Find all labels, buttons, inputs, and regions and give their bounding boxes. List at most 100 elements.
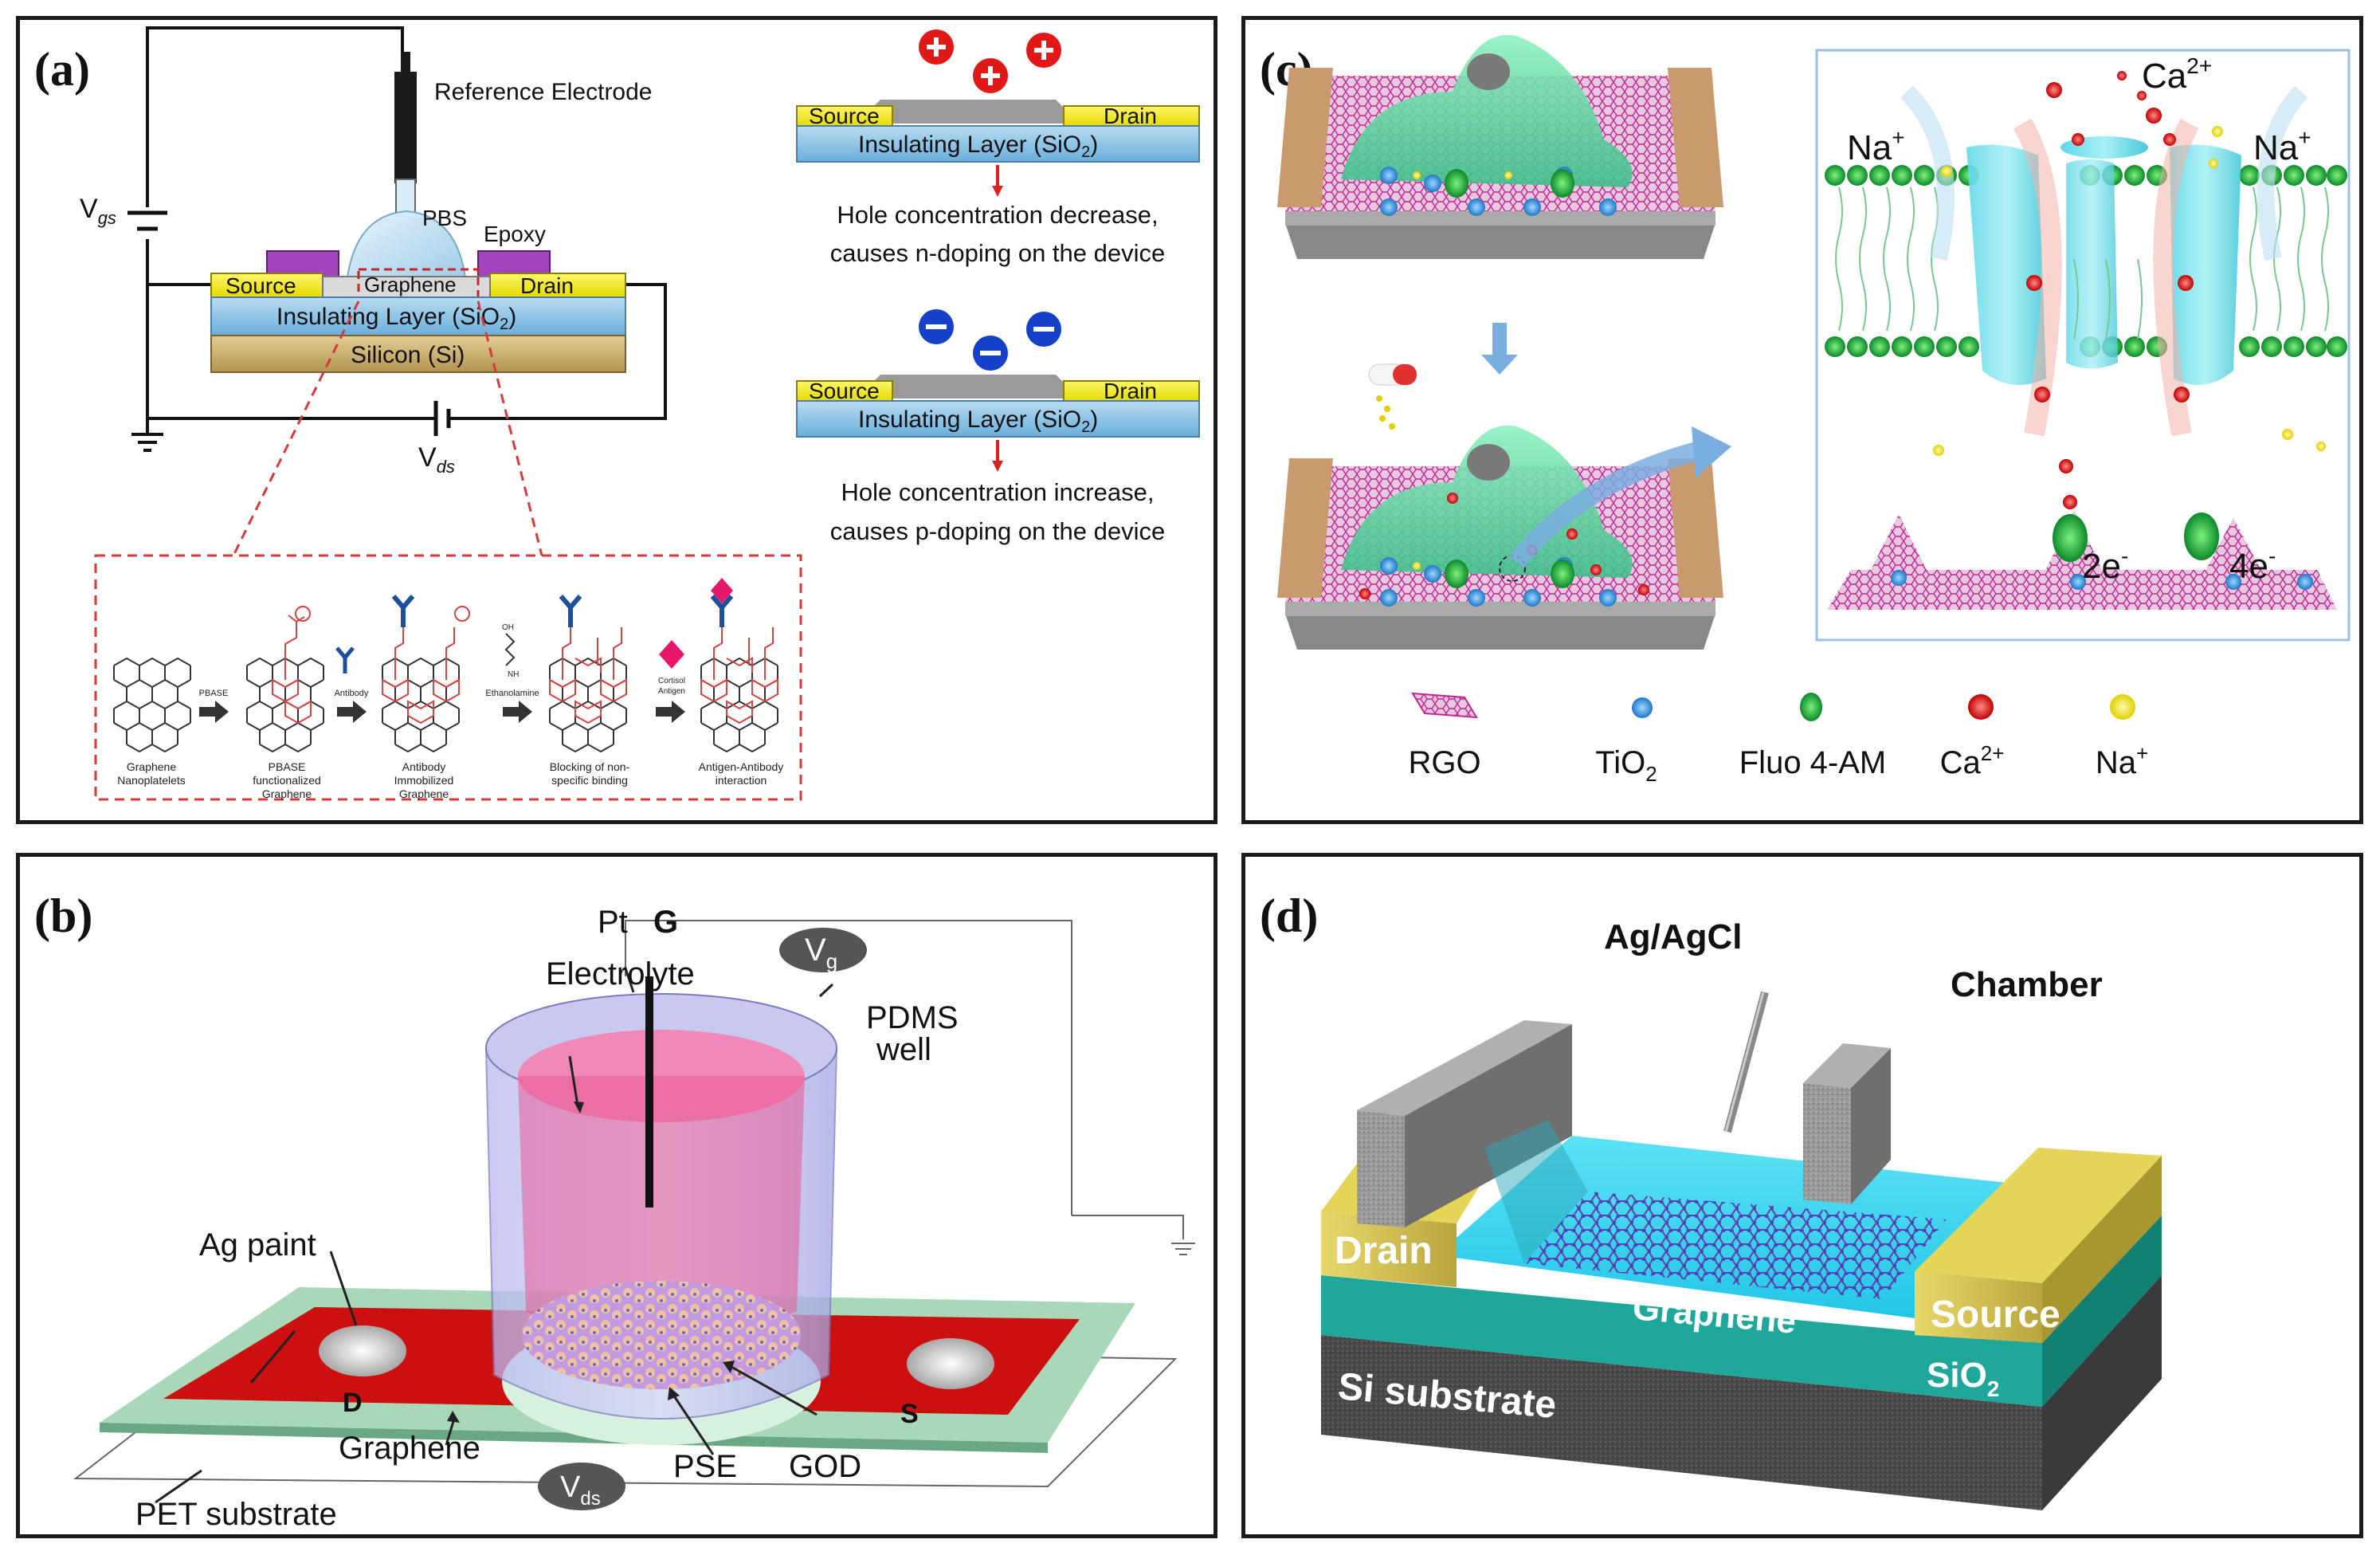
silicon-label: Silicon (Si) [351, 342, 465, 368]
p-doping-line2: causes p-doping on the device [830, 517, 1166, 545]
graphene-hexagon-grid-2 [246, 606, 324, 753]
graphene-hexagon-grid-1 [113, 657, 191, 753]
reference-electrode [394, 72, 417, 183]
panel-d: (d) [1241, 853, 2363, 1538]
ag-paint-pad-right [907, 1338, 994, 1389]
source-label-top: Source [809, 104, 880, 128]
pt-label: Pt [598, 905, 628, 940]
calcium-ion-markers [2026, 71, 2194, 509]
source-label: Source [1931, 1294, 2060, 1336]
ag-agcl-label: Ag/AgCl [1604, 917, 1743, 956]
panel-label: (a) [34, 43, 90, 96]
pdms-label: PDMS [866, 1000, 959, 1035]
source-electrode [1915, 1271, 2042, 1343]
pet-substrate-label: PET substrate [135, 1497, 337, 1532]
circuit-wire [625, 920, 1072, 1215]
epoxy-label: Epoxy [484, 222, 546, 246]
silicon-layer [210, 335, 626, 373]
pse-label: PSE [673, 1449, 737, 1484]
step2-label-b: functionalized [253, 774, 321, 787]
negative-charge-icon [919, 309, 1061, 371]
chamber-wall-left [1357, 1110, 1405, 1227]
ca-ion-label: Ca2+ [2142, 53, 2212, 96]
na-ion-label-right: Na+ [2253, 125, 2311, 167]
pbs-droplet [345, 210, 468, 284]
positive-charge-icon [919, 29, 1061, 93]
si-substrate [1321, 1335, 2042, 1510]
antibody-icon [335, 646, 355, 673]
step2-label: PBASE [269, 760, 306, 773]
graphene-hexagon-grid-5 [700, 578, 778, 753]
sio2-layer [1321, 1275, 2042, 1407]
step5-label: Antigen-Antibody [699, 760, 784, 773]
arrow-icon [503, 701, 532, 723]
step5-label-b: interaction [716, 774, 767, 787]
tio2-legend-icon [1632, 697, 1653, 718]
electron-2e-label: 2e- [2082, 544, 2128, 586]
ag-paint-pad-left [319, 1325, 406, 1376]
arrow2-label: Antibody [335, 689, 369, 698]
drain-label-top: Drain [1104, 104, 1157, 128]
na-ion-label-left: Na+ [1847, 125, 1905, 167]
ag-paint-label: Ag paint [199, 1227, 316, 1262]
sodium-ion-markers [1933, 126, 2326, 456]
cell-rgo-device-diagram: Ca2+ Na+ Na+ 2e- 4e- RGO TiO2 Fluo 4-AM … [1277, 34, 2351, 786]
device-top [1277, 34, 1723, 259]
legend: RGO TiO2 Fluo 4-AM Ca2+ Na+ [1408, 692, 2148, 786]
oh-label: OH [502, 623, 514, 632]
drain-label-bottom: Drain [1104, 379, 1157, 403]
ethanolamine-molecule [504, 633, 516, 666]
insulating-label-bottom: Insulating Layer (SiO2) [858, 406, 1098, 436]
god-label: GOD [789, 1449, 861, 1484]
drain-label: Drain [520, 273, 574, 298]
vds-meter-oval [538, 1463, 625, 1510]
graphene-hexagon-grid-3 [382, 595, 470, 753]
arrow-down-icon [1481, 355, 1518, 375]
reference-electrode-label: Reference Electrode [434, 79, 653, 105]
cortisol-antigen-icon [659, 640, 684, 669]
drain-label: D [343, 1388, 363, 1418]
arrow-icon [199, 701, 229, 723]
arrow3-label: Ethanolamine [485, 689, 539, 698]
functionalization-detail-box [94, 554, 802, 801]
chamber-wall-right [1803, 1083, 1851, 1204]
p-doping-line1: Hole concentration increase, [841, 478, 1155, 506]
chamber-label: Chamber [1951, 965, 2103, 1004]
n-doping-line2: causes n-doping on the device [830, 239, 1166, 267]
pt-electrode [645, 976, 653, 1207]
step3-label-c: Graphene [399, 787, 449, 800]
ca-legend-icon [1968, 694, 1994, 720]
n-doping-device [796, 100, 1200, 163]
legend-rgo: RGO [1408, 745, 1480, 780]
arrow-icon [337, 701, 367, 723]
cell-membrane [1825, 136, 2347, 385]
fluo-legend-icon [1800, 693, 1822, 721]
arrow-down-icon [992, 461, 1003, 472]
gfet-glucose-sensor-diagram: Electrolyte Pt G Vg PDMS well Ag paint D… [73, 905, 1195, 1532]
arrow-down-icon [992, 186, 1003, 197]
source-label-bottom: Source [809, 379, 880, 403]
drain-electrode [1321, 1211, 1457, 1287]
legend-tio2: TiO2 [1595, 745, 1657, 786]
solution-gated-gfet-diagram: Ag/AgCl Chamber Drain Source Graphene Si… [1321, 917, 2162, 1510]
step4-label: Blocking of non- [550, 760, 630, 773]
sio2-label: SiO2 [1927, 1356, 1999, 1401]
ground-icon [131, 433, 163, 452]
arrow-icon [656, 701, 685, 723]
drug-capsule-icon [1368, 363, 1417, 430]
pbs-label: PBS [422, 206, 467, 230]
electron-4e-label: 4e- [2229, 544, 2276, 586]
circuit-wire-gate [146, 26, 404, 267]
na-legend-icon [2110, 694, 2135, 720]
ag-agcl-electrode [1723, 991, 1769, 1133]
zoom-arrow [1508, 441, 1703, 568]
legend-ca: Ca2+ [1940, 741, 2005, 780]
p-doping-device [796, 375, 1200, 438]
well-label: well [876, 1032, 931, 1067]
graphene-channel [322, 276, 491, 298]
panel-label: (d) [1260, 889, 1319, 942]
graphene-sheet [1524, 1192, 1947, 1299]
gate-label: G [653, 905, 678, 940]
vgs-label: Vgs [80, 194, 116, 228]
step1-label-b: Nanoplatelets [117, 774, 186, 787]
